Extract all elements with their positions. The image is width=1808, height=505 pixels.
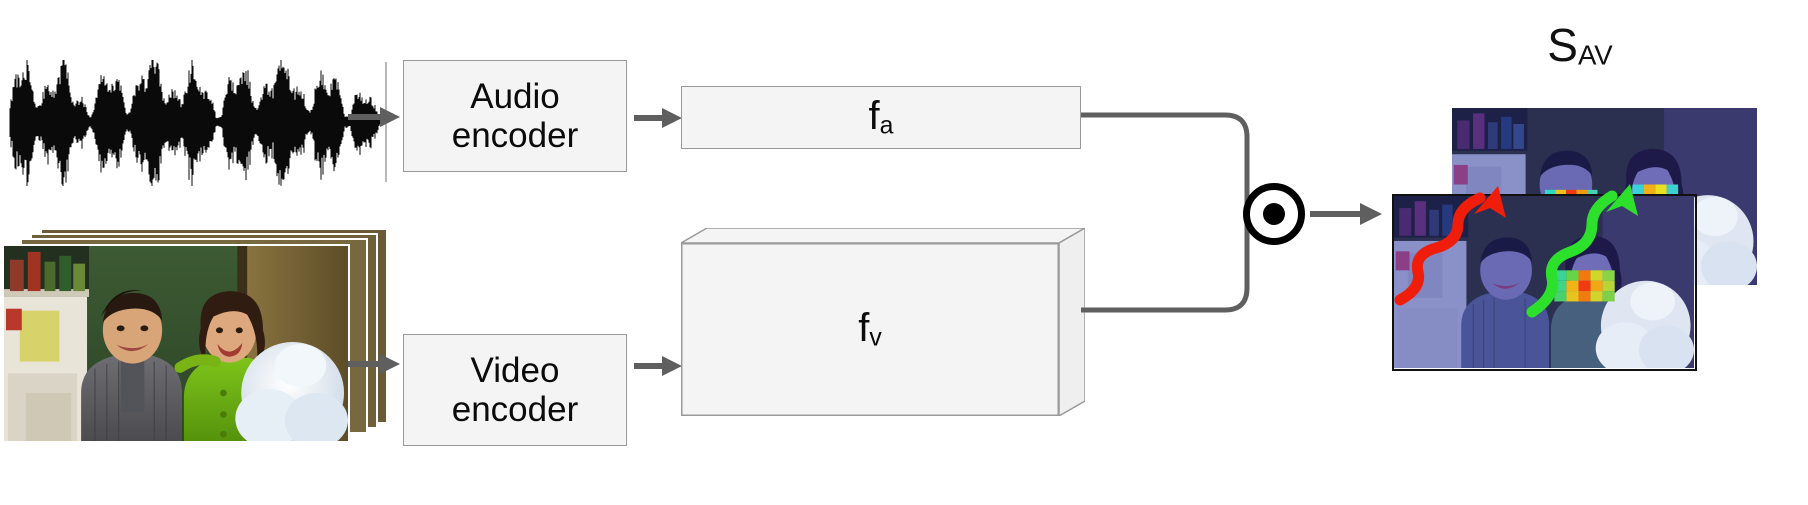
sav-subscript: AV (1577, 39, 1613, 71)
fa-label: fa (868, 94, 894, 140)
dot-product-icon[interactable] (1243, 183, 1305, 245)
fa-feature-box[interactable]: fa (681, 86, 1081, 149)
output-heatmap-frame-front (1392, 194, 1697, 371)
fv-label-wrap: fv (681, 243, 1059, 416)
audio-encoder-label-line2: encoder (451, 116, 579, 155)
heatmap-patch-center-mouth (1554, 270, 1615, 302)
waveform-svg (9, 60, 387, 186)
arrow-audio-encoder-to-fa (634, 108, 682, 128)
fv-prism-svg (681, 228, 1085, 416)
scene-illustration (4, 246, 348, 441)
sav-main: S (1547, 19, 1578, 71)
arrow-waveform-to-audio-encoder (348, 107, 400, 127)
audio-encoder-label-line1: Audio (470, 76, 560, 116)
video-encoder-label-line1: Video (470, 350, 560, 390)
input-video-frame-front (2, 244, 350, 443)
audio-waveform-icon (8, 58, 390, 186)
arrow-frames-to-video-encoder (348, 354, 400, 374)
fv-feature-box[interactable]: fv (681, 228, 1085, 416)
dot-product-center (1263, 203, 1285, 225)
page-title: SAV (1490, 18, 1670, 72)
input-video-frame-stack (2, 228, 398, 443)
arrow-dotproduct-to-output (1310, 203, 1382, 225)
arrow-video-encoder-to-fv (634, 356, 682, 376)
fv-label: fv (858, 306, 882, 352)
heatmap-scene-front (1394, 196, 1694, 369)
video-encoder-label-line2: encoder (451, 390, 579, 429)
video-encoder-box[interactable]: Video encoder (403, 334, 627, 446)
audio-encoder-box[interactable]: Audio encoder (403, 60, 627, 172)
